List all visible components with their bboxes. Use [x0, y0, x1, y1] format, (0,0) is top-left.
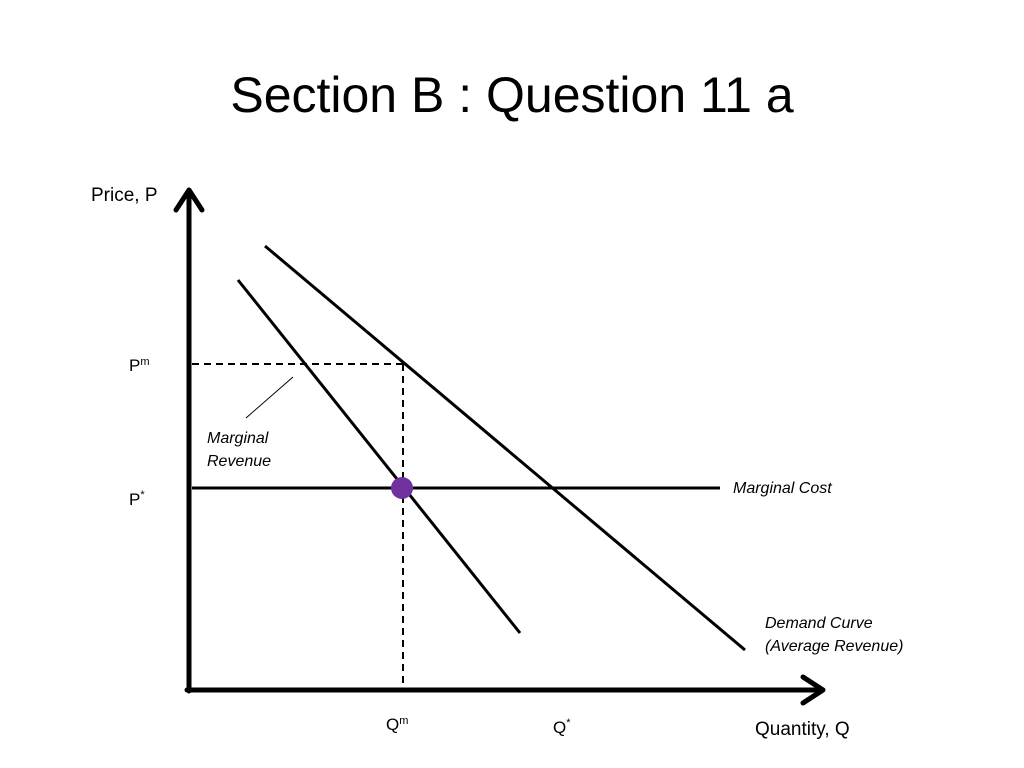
x-axis-arrowhead [800, 674, 826, 706]
demand-curve [264, 244, 746, 652]
x-axis-label: Quantity, Q [755, 719, 850, 740]
qm-tick-sup: m [399, 715, 408, 727]
pm-tick-label: Pm [129, 356, 150, 375]
demand-curve-label: Demand Curve (Average Revenue) [765, 615, 903, 655]
qstar-tick-base: Q [553, 718, 566, 737]
pstar-tick-label: P* [129, 489, 145, 509]
marginal-cost-label: Marginal Cost [733, 480, 832, 497]
pstar-tick-sup: * [140, 489, 145, 501]
qstar-tick-label: Q* [553, 717, 571, 737]
marginal-revenue-label: Marginal Revenue [207, 430, 273, 470]
slide-title: Section B : Question 11 a [230, 67, 794, 123]
y-axis-arrowhead [173, 187, 205, 213]
pstar-tick-base: P [129, 490, 140, 509]
equilibrium-point [391, 477, 413, 499]
qm-tick-label: Qm [386, 715, 408, 734]
demand-curve-label-line1: Demand Curve [765, 615, 873, 632]
qm-tick-base: Q [386, 715, 399, 734]
marginal-revenue-label-line2: Revenue [207, 453, 271, 470]
marginal-revenue-pointer [245, 376, 294, 419]
pm-tick-sup: m [140, 356, 149, 368]
pm-tick-base: P [129, 356, 140, 375]
marginal-revenue-curve [236, 279, 522, 634]
demand-curve-label-line2: (Average Revenue) [765, 638, 903, 655]
y-axis-label: Price, P [91, 185, 158, 206]
marginal-revenue-label-line1: Marginal [207, 430, 269, 447]
qstar-tick-sup: * [566, 717, 571, 729]
